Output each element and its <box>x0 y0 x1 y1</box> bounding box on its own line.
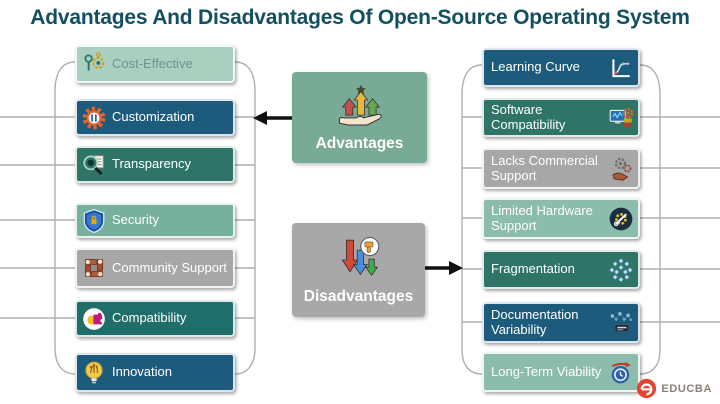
joined-hands-icon <box>81 255 107 281</box>
advantage-item-label: Customization <box>112 109 195 125</box>
educba-e-logo <box>636 378 657 399</box>
advantage-item-community-support: Community Support <box>75 248 235 288</box>
disadvantages-box-label: Disadvantages <box>303 288 414 305</box>
network-server-icon <box>608 310 634 336</box>
disadvantage-item-label: Documentation Variability <box>491 306 579 337</box>
hand-growth-arrows-icon <box>333 83 387 133</box>
brand-name: EDUCBA <box>661 382 712 395</box>
advantage-item-label: Transparency <box>112 156 191 172</box>
advantages-arrow <box>253 111 292 125</box>
disadvantage-item-label: Fragmentation <box>491 261 575 277</box>
declining-arrows-thumbs-down-icon <box>332 234 386 286</box>
advantage-item-label: Innovation <box>112 364 172 380</box>
advantage-item-label: Security <box>112 212 159 228</box>
disadvantage-item-learning-curve: Learning Curve <box>482 48 640 87</box>
advantages-box-label: Advantages <box>315 134 404 152</box>
lightbulb-icon <box>81 360 107 386</box>
disadvantages-arrow <box>425 261 463 275</box>
puzzle-piece-icon <box>81 306 107 332</box>
advantage-item-label: Community Support <box>112 259 227 275</box>
page-title: Advantages And Disadvantages Of Open-Sou… <box>30 6 690 29</box>
advantage-item-customization: Customization <box>75 99 235 136</box>
disadvantage-item-limited-hardware-support: Limited Hardware Support <box>482 198 640 239</box>
disadvantage-item-lacks-commercial-support: Lacks Commercial Support <box>482 148 640 189</box>
clock-forward-arrow-icon <box>608 359 634 385</box>
shield-lock-icon <box>81 208 107 234</box>
disadvantages-box: Disadvantages <box>292 223 425 317</box>
learning-curve-chart-icon <box>608 55 634 81</box>
disadvantage-item-label: Lacks Commercial Support <box>491 152 598 183</box>
disadvantage-item-documentation-variability: Documentation Variability <box>482 302 640 343</box>
gear-sliders-icon <box>81 105 107 131</box>
disadvantage-item-label: Long-Term Viability <box>491 363 602 379</box>
disadvantage-item-long-term-viability: Long-Term Viability <box>482 352 640 392</box>
disadvantage-item-fragmentation: Fragmentation <box>482 250 640 289</box>
advantages-box: Advantages <box>292 72 427 163</box>
advantage-item-innovation: Innovation <box>75 353 235 392</box>
monitor-gear-icon <box>608 105 634 131</box>
gears-hand-icon <box>608 156 634 182</box>
advantage-item-compatibility: Compatibility <box>75 300 235 337</box>
advantage-item-label: Cost-Effective <box>112 55 193 71</box>
disadvantage-item-software-compatibility: Software Compatibility <box>482 98 640 137</box>
disadvantage-item-label: Learning Curve <box>491 59 580 75</box>
gear-wrench-badge-icon <box>608 206 634 232</box>
disadvantage-item-label: Software Compatibility <box>491 101 566 132</box>
advantage-item-transparency: Transparency <box>75 146 235 183</box>
advantage-item-cost-effective: Cost-Effective <box>75 45 235 83</box>
scattered-fragments-icon <box>608 257 634 283</box>
key-gear-icon <box>81 51 107 77</box>
advantage-item-security: Security <box>75 203 235 238</box>
disadvantage-item-label: Limited Hardware Support <box>491 202 593 233</box>
magnifier-document-icon <box>81 152 107 178</box>
brand-lockup: EDUCBA <box>636 378 712 399</box>
advantage-item-label: Compatibility <box>112 310 187 326</box>
